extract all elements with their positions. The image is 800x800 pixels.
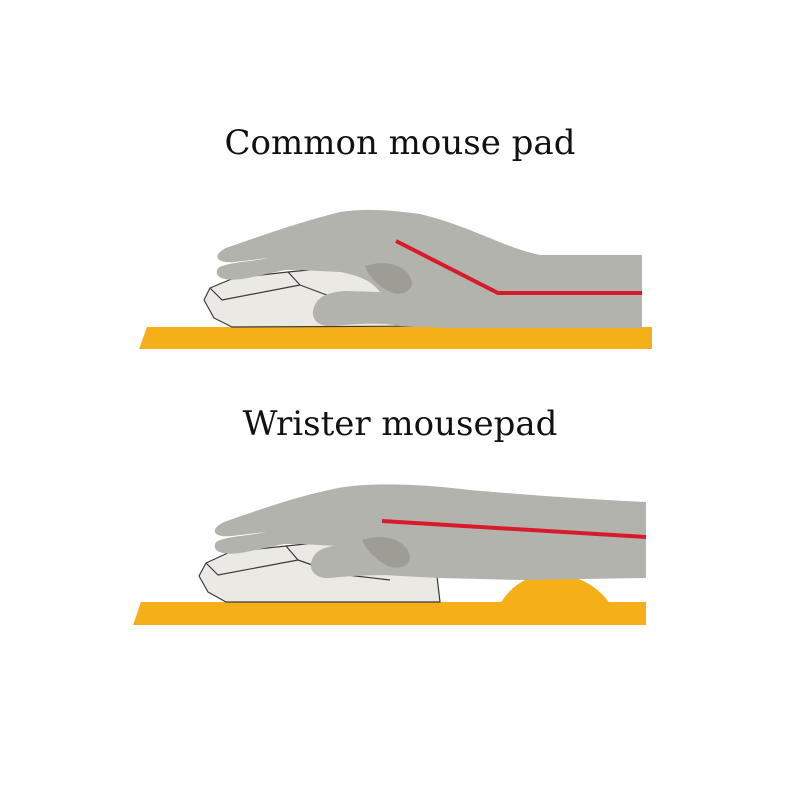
wrister-mousepad-scene: [0, 470, 800, 640]
wrist-support-cushion: [500, 574, 610, 604]
common-mouse-pad-caption: Common mouse pad: [224, 123, 576, 163]
wrister-mousepad-caption: Wrister mousepad: [242, 404, 558, 444]
hand-and-forearm: [214, 484, 646, 580]
mouse-side-line: [209, 284, 301, 301]
hand-and-forearm: [216, 209, 642, 328]
common-mouse-pad-scene: [0, 190, 800, 370]
flat-mouse-pad: [139, 327, 652, 349]
mouse-side-line: [205, 559, 299, 576]
wrist-angle-line-bent: [395, 239, 642, 295]
wrist-angle-line-straight: [381, 519, 647, 539]
ergonomic-mouse-pad: [133, 602, 646, 625]
palm-shadow: [362, 537, 410, 568]
palm-shadow: [365, 263, 412, 294]
